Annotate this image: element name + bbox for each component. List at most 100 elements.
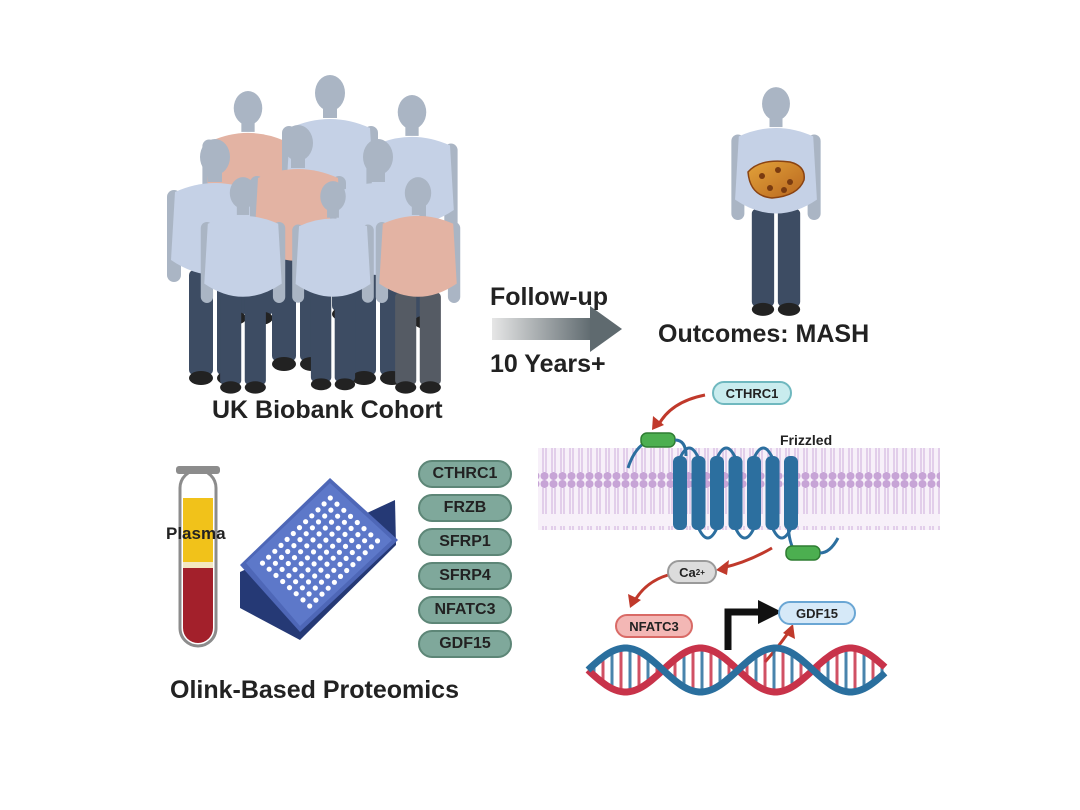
plate-well <box>336 549 342 555</box>
plate-well <box>335 513 341 519</box>
plate-well <box>303 531 309 537</box>
plate-well <box>299 585 305 591</box>
plate-well <box>307 603 313 609</box>
well-plate-icon <box>240 478 398 640</box>
protein-pill: FRZB <box>418 494 512 522</box>
calcium-symbol: Ca <box>679 564 696 580</box>
receptor-helix <box>691 456 706 530</box>
receptor-helix <box>765 456 780 530</box>
plate-well <box>305 567 311 573</box>
plate-well <box>278 554 285 561</box>
plate-well <box>293 579 299 585</box>
plate-well <box>356 556 362 562</box>
frizzled-receptor <box>626 432 840 561</box>
plate-well <box>324 561 330 567</box>
plate-well <box>331 567 337 573</box>
plate-well <box>305 579 312 585</box>
plate-well <box>312 573 318 579</box>
calcium-to-nfatc3-arrow <box>632 573 669 603</box>
plate-well <box>328 507 334 513</box>
plate-well <box>325 585 331 591</box>
plate-well <box>341 507 347 513</box>
liver-spot <box>759 173 765 179</box>
plate-well <box>286 585 293 591</box>
plate-well <box>355 532 361 538</box>
liver-spot <box>775 167 781 173</box>
person-figure <box>200 177 286 394</box>
plate-well <box>296 525 303 531</box>
transcription-start-arrow <box>724 600 782 650</box>
plate-well <box>336 537 342 543</box>
duration-label: 10 Years+ <box>490 350 606 378</box>
plate-well <box>293 591 299 597</box>
plate-well <box>297 537 303 543</box>
plate-well <box>303 519 309 525</box>
plate-well <box>316 531 322 537</box>
plate-well <box>341 519 347 525</box>
plate-well <box>259 560 266 566</box>
receptor-helix <box>710 456 724 530</box>
mash-patient-illustration <box>731 87 821 316</box>
plate-well <box>325 573 331 579</box>
plate-well <box>312 585 318 591</box>
plate-well <box>304 555 310 561</box>
plate-well <box>337 561 343 568</box>
plate-well <box>342 531 348 538</box>
person-figure <box>731 87 821 316</box>
plate-well <box>280 578 286 585</box>
protein-pill: CTHRC1 <box>418 460 512 488</box>
plate-well <box>298 549 304 555</box>
plasma-label: Plasma <box>166 524 226 543</box>
plate-well <box>362 538 368 544</box>
cthrc1-ligand-badge: CTHRC1 <box>712 381 792 405</box>
plasma-tube-icon <box>176 466 220 648</box>
plate-well <box>286 573 292 579</box>
ligand-binding-arrow <box>656 393 706 427</box>
plate-well <box>334 501 340 507</box>
plate-well <box>342 543 349 550</box>
plate-well <box>279 566 285 573</box>
plate-well <box>299 573 305 579</box>
plate-well <box>278 542 284 549</box>
plate-well <box>321 501 327 507</box>
frizzled-label: Frizzled <box>780 432 833 448</box>
plate-well <box>348 525 354 532</box>
calcium-charge: 2+ <box>695 567 705 577</box>
plate-well <box>309 525 315 531</box>
liver-spot <box>787 179 793 185</box>
plate-well <box>331 579 337 585</box>
plate-well <box>350 562 356 568</box>
plate-well <box>318 579 325 585</box>
cohort-crowd-illustration <box>167 75 461 394</box>
liver-icon <box>747 160 805 199</box>
plate-well <box>322 513 328 519</box>
receptor-helix <box>784 456 798 530</box>
plate-well <box>322 525 328 531</box>
plate-well <box>344 567 350 574</box>
plate-well <box>306 591 312 597</box>
receptor-loop <box>697 527 719 540</box>
plate-well <box>266 566 272 572</box>
plate-well <box>266 554 272 560</box>
protein-pill: SFRP1 <box>418 528 512 556</box>
dna-double-helix <box>585 644 888 696</box>
plate-well <box>290 530 296 537</box>
protein-pill: NFATC3 <box>418 596 512 624</box>
plate-well <box>285 560 291 567</box>
receptor-loop <box>715 446 737 459</box>
plate-well <box>291 555 298 561</box>
plate-well <box>354 519 360 526</box>
plate-well <box>330 543 336 549</box>
plate-well <box>349 549 355 556</box>
plate-well <box>347 513 354 520</box>
plate-well <box>300 597 306 603</box>
plate-well <box>355 544 362 550</box>
plate-well <box>362 550 368 556</box>
person-figure <box>375 177 461 394</box>
liver-spot <box>767 185 773 191</box>
receptor-helix <box>673 456 687 530</box>
proteomics-label: Olink-Based Proteomics <box>170 676 459 704</box>
plate-well <box>318 567 324 573</box>
plate-well <box>368 544 374 550</box>
